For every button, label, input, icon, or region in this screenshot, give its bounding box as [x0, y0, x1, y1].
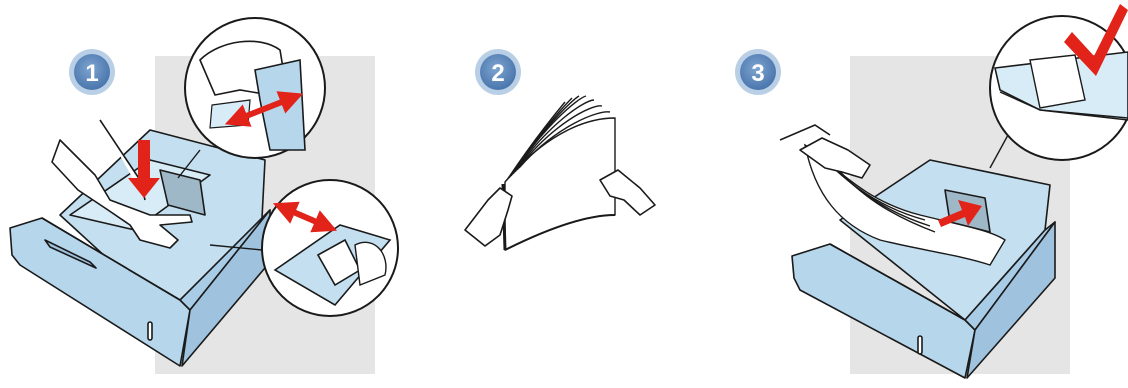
- step-2-badge: 2: [475, 49, 521, 95]
- step-2-panel: 2: [465, 49, 655, 250]
- step-3-panel: 3: [735, 4, 1128, 378]
- paper-stack-icon: [503, 96, 615, 250]
- step-3-badge: 3: [735, 49, 781, 95]
- step-1-panel: 1: [10, 18, 398, 374]
- step-3-number: 3: [751, 60, 764, 87]
- step-2-number: 2: [491, 60, 504, 87]
- step-1-number: 1: [85, 60, 98, 87]
- step-1-badge: 1: [69, 49, 115, 95]
